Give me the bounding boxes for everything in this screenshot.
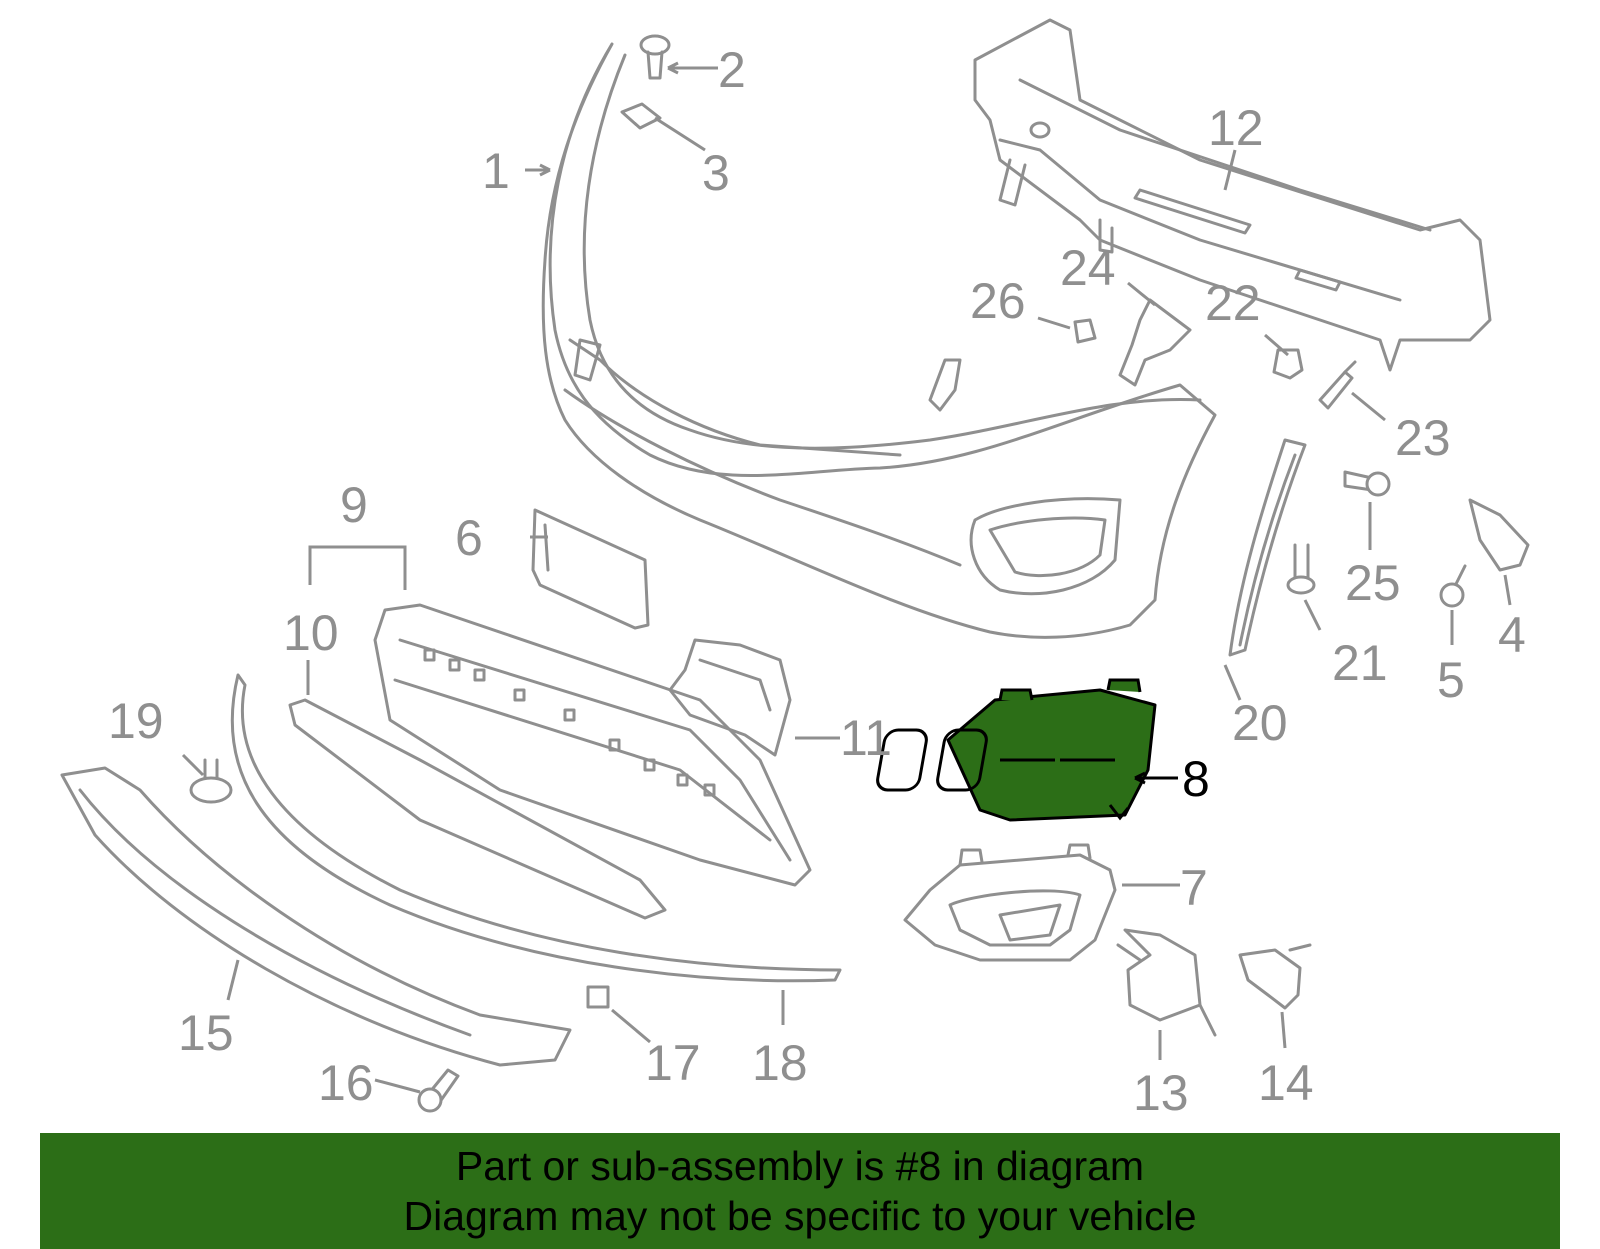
callout-20[interactable]: 20 (1232, 695, 1288, 751)
part-11-bracket[interactable] (668, 638, 792, 757)
callout-4[interactable]: 4 (1498, 607, 1526, 663)
callout-17[interactable]: 17 (645, 1035, 701, 1091)
part-26-pad[interactable] (1073, 318, 1097, 344)
info-banner: Part or sub-assembly is #8 in diagram Di… (40, 1133, 1560, 1249)
part-24-bracket[interactable] (1118, 298, 1192, 387)
part-19-clip[interactable] (189, 758, 233, 804)
part-1-bumper-cover[interactable] (541, 42, 1217, 639)
callout-9[interactable]: 9 (340, 477, 368, 533)
part-4-bracket[interactable] (1468, 498, 1530, 572)
part-25-bolt[interactable] (1343, 470, 1391, 497)
callout-numbers: 1 2 3 4 5 6 7 8 9 10 11 12 13 14 15 16 1… (108, 42, 1526, 1121)
callout-23[interactable]: 23 (1395, 410, 1451, 466)
callout-7[interactable]: 7 (1180, 860, 1208, 916)
part-3-clip[interactable] (620, 102, 662, 130)
banner-line-1: Part or sub-assembly is #8 in diagram (455, 1143, 1145, 1189)
callout-8[interactable]: 8 (1182, 751, 1210, 807)
callout-2[interactable]: 2 (718, 42, 746, 98)
part-22-nut[interactable] (1272, 348, 1304, 380)
callout-10[interactable]: 10 (283, 605, 339, 661)
callout-1[interactable]: 1 (482, 143, 510, 199)
part-8-fog-cover-highlighted[interactable] (876, 678, 1157, 822)
part-16-bolt[interactable] (417, 1068, 460, 1113)
part-10-molding[interactable] (288, 698, 667, 920)
part-13-sensor-module[interactable] (1116, 928, 1217, 1037)
part-14-connector[interactable] (1238, 943, 1312, 1010)
callout-5[interactable]: 5 (1437, 652, 1465, 708)
callout-3[interactable]: 3 (702, 145, 730, 201)
part-18-lower-strip[interactable] (230, 673, 842, 983)
part-6-license-bracket[interactable] (531, 508, 650, 630)
part-9-grille[interactable] (373, 603, 812, 887)
callout-25[interactable]: 25 (1345, 555, 1401, 611)
callout-15[interactable]: 15 (178, 1005, 234, 1061)
callout-12[interactable]: 12 (1208, 100, 1264, 156)
part-15-skid-plate[interactable] (60, 766, 572, 1067)
callout-11[interactable]: 11 (840, 710, 892, 766)
callout-16[interactable]: 16 (318, 1055, 374, 1111)
callout-22[interactable]: 22 (1205, 275, 1261, 331)
part-17-pad[interactable] (586, 985, 610, 1009)
callout-21[interactable]: 21 (1332, 635, 1388, 691)
callout-24[interactable]: 24 (1060, 240, 1116, 296)
banner-line-2: Diagram may not be specific to your vehi… (403, 1193, 1197, 1239)
callout-6[interactable]: 6 (455, 510, 483, 566)
part-12-reinforcement-beam[interactable] (973, 18, 1492, 372)
part-21-bolt[interactable] (1286, 543, 1316, 595)
callout-leaders (181, 61, 1512, 1094)
callout-14[interactable]: 14 (1258, 1055, 1314, 1111)
part-2-screw[interactable] (639, 34, 671, 80)
callout-26[interactable]: 26 (970, 273, 1026, 329)
callout-18[interactable]: 18 (752, 1035, 808, 1091)
part-7-fog-bezel[interactable] (903, 843, 1117, 962)
part-20-trim-strip[interactable] (1228, 438, 1307, 657)
part-5-clip[interactable] (1439, 564, 1467, 608)
callout-13[interactable]: 13 (1133, 1065, 1189, 1121)
part-23-pin[interactable] (1318, 360, 1357, 410)
callout-19[interactable]: 19 (108, 693, 164, 749)
